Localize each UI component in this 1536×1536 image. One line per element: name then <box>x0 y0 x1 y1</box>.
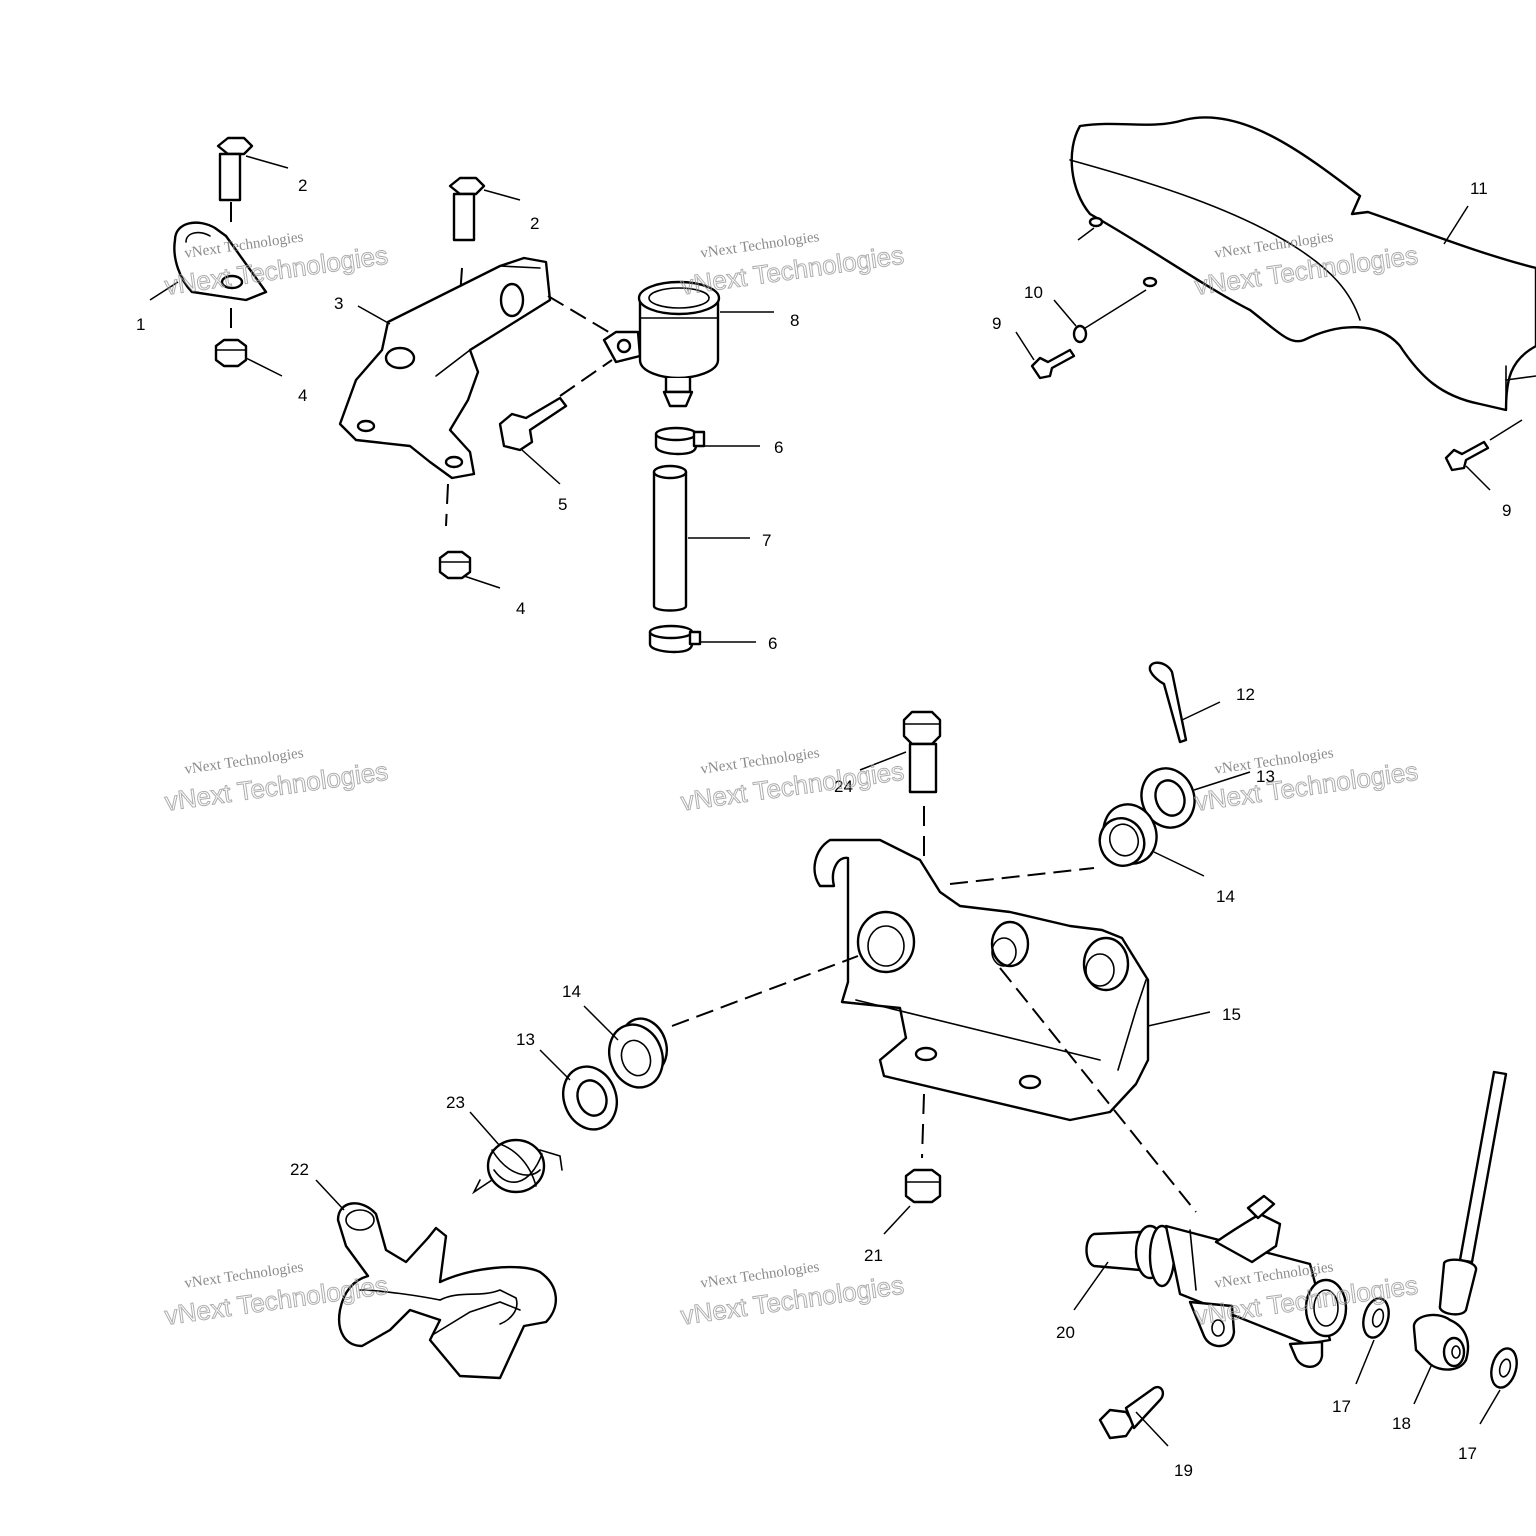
callout-9-left: 9 <box>992 314 1001 333</box>
part-18-clevis-rod[interactable] <box>1412 1070 1508 1371</box>
watermarks: vNext Technologies vNext Technologies vN… <box>162 229 1420 1331</box>
part-9-screw-right[interactable] <box>1444 440 1490 472</box>
callout-4-left: 4 <box>298 386 307 405</box>
part-14-bushing-lower[interactable] <box>601 1012 675 1095</box>
part-20-master-cylinder[interactable] <box>1085 1194 1348 1368</box>
part-17-washer-left[interactable] <box>1359 1296 1393 1341</box>
part-14-bushing-upper[interactable] <box>1093 797 1165 872</box>
callout-13-upper: 13 <box>1256 767 1275 786</box>
callout-10: 10 <box>1024 283 1043 302</box>
callout-1: 1 <box>136 315 145 334</box>
part-12-cotter-pin[interactable] <box>1148 661 1188 744</box>
callout-20: 20 <box>1056 1323 1075 1342</box>
callout-24: 24 <box>834 777 853 796</box>
callout-2-center: 2 <box>530 214 539 233</box>
part-21-nut[interactable] <box>904 1168 942 1204</box>
leader-lines <box>149 155 1501 1447</box>
part-23-return-spring[interactable] <box>471 1138 563 1195</box>
callout-23: 23 <box>446 1093 465 1112</box>
callout-15: 15 <box>1222 1005 1241 1024</box>
part-2-bolt-center[interactable] <box>448 176 486 242</box>
watermark-middle-left: vNext Technologies vNext Technologies <box>162 745 390 817</box>
watermark-middle-right: vNext Technologies vNext Technologies <box>1192 745 1420 817</box>
part-2-bolt-upper-left[interactable] <box>216 136 254 202</box>
part-8-brake-fluid-reservoir[interactable] <box>602 280 721 408</box>
callout-3: 3 <box>334 294 343 313</box>
callout-13-lower: 13 <box>516 1030 535 1049</box>
part-11-side-panel[interactable] <box>1069 116 1536 412</box>
callout-19: 19 <box>1174 1461 1193 1480</box>
part-6-hose-clamp-upper[interactable] <box>654 426 706 456</box>
callout-6-upper: 6 <box>774 438 783 457</box>
callout-17-right: 17 <box>1458 1444 1477 1463</box>
callout-17-left: 17 <box>1332 1397 1351 1416</box>
part-10-washer[interactable] <box>1072 324 1088 344</box>
callout-22: 22 <box>290 1160 309 1179</box>
part-1-pipe-clamp[interactable] <box>173 221 268 302</box>
callout-12: 12 <box>1236 685 1255 704</box>
callout-18: 18 <box>1392 1414 1411 1433</box>
part-13-washer-lower[interactable] <box>555 1059 626 1137</box>
part-13-washer-upper[interactable] <box>1133 761 1202 835</box>
part-4-nut-upper-left[interactable] <box>214 338 248 368</box>
callout-7: 7 <box>762 531 771 550</box>
callout-numbers: 1 2 2 3 4 4 5 6 6 7 8 9 9 10 11 12 13 13… <box>136 176 1511 1480</box>
part-17-washer-right[interactable] <box>1487 1346 1521 1391</box>
part-4-nut-center[interactable] <box>438 550 472 580</box>
watermark-middle-center: vNext Technologies vNext Technologies <box>678 745 906 817</box>
callout-11: 11 <box>1470 179 1488 198</box>
part-9-screw-left[interactable] <box>1030 348 1076 380</box>
callout-9-right: 9 <box>1502 501 1511 520</box>
callout-6-lower: 6 <box>768 634 777 653</box>
part-7-reservoir-hose[interactable] <box>652 464 688 612</box>
callout-4-center: 4 <box>516 599 525 618</box>
part-15-pedal-mount-bracket[interactable] <box>813 838 1150 1122</box>
part-5-bolt-reservoir[interactable] <box>498 396 568 452</box>
callout-14-lower: 14 <box>562 982 581 1001</box>
part-22-brake-pedal[interactable] <box>336 1202 558 1380</box>
callout-8: 8 <box>790 311 799 330</box>
part-19-bolt[interactable] <box>1098 1385 1165 1440</box>
callout-21: 21 <box>864 1246 883 1265</box>
part-6-hose-clamp-lower[interactable] <box>648 624 702 654</box>
watermark-top-center: vNext Technologies vNext Technologies <box>678 229 906 301</box>
part-3-reservoir-bracket[interactable] <box>338 256 552 480</box>
part-24-bolt[interactable] <box>902 710 942 794</box>
callout-5: 5 <box>558 495 567 514</box>
callout-14-upper: 14 <box>1216 887 1235 906</box>
callout-2-left: 2 <box>298 176 307 195</box>
